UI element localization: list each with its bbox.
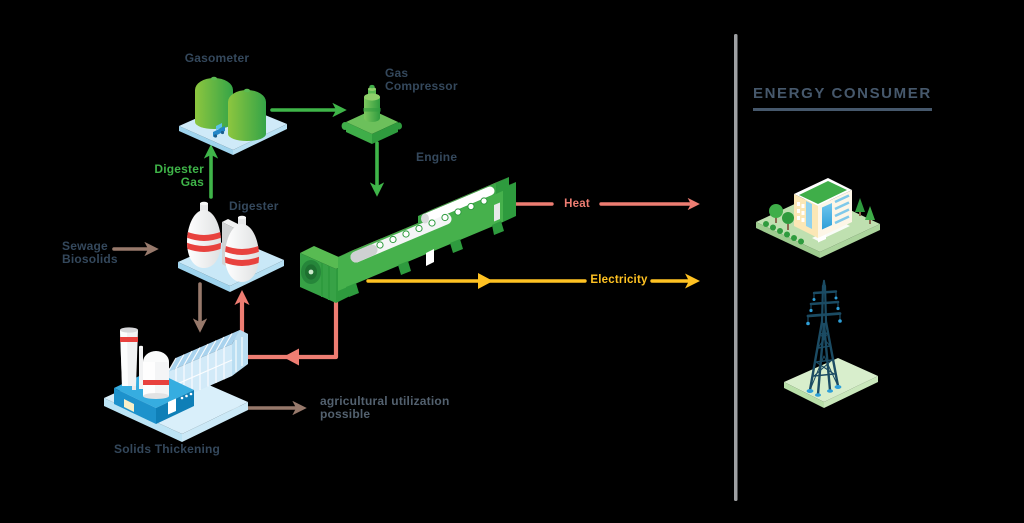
- electricity-label: Electricity: [590, 274, 648, 286]
- digester-icon: [178, 201, 284, 292]
- solids-thickening-icon: [104, 327, 248, 442]
- gas-compressor-icon: [341, 84, 402, 144]
- electricity-mid-arrowhead-icon: [478, 273, 493, 289]
- car-icon: [213, 123, 225, 138]
- consumer-divider-line: [734, 34, 738, 501]
- agricultural-utilization-label: agricultural utilization possible: [320, 394, 450, 421]
- gas-compressor-label: Gas Compressor: [385, 66, 458, 93]
- heat-label: Heat: [564, 198, 590, 210]
- sewage-biosolids-label: Sewage Biosolids: [62, 239, 118, 266]
- solids-thickening-label: Solids Thickening: [114, 442, 221, 456]
- engine-icon: [300, 177, 516, 303]
- transmission-tower-icon: [784, 279, 878, 408]
- digester-gas-label: Digester Gas: [154, 162, 204, 189]
- office-building-icon: [756, 178, 880, 258]
- gasometer-icon: [179, 76, 287, 155]
- arrow-engine-to-digester-return: [234, 289, 339, 360]
- gasometer-label: Gasometer: [184, 51, 250, 65]
- digester-label: Digester: [229, 199, 279, 213]
- energy-consumer-heading: ENERGY CONSUMER: [753, 85, 932, 111]
- return-loop-mid-arrowhead-icon: [283, 348, 299, 366]
- tree-icon: [769, 198, 875, 230]
- engine-label: Engine: [416, 150, 458, 164]
